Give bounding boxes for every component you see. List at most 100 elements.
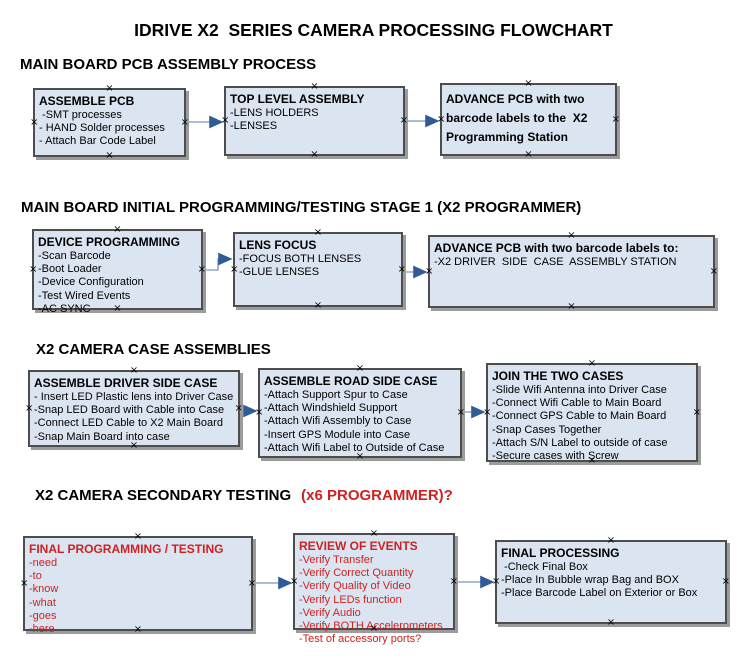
box-title: LENS FOCUS [239,238,317,252]
connection-handle-top: × [313,227,323,238]
box-title: ASSEMBLE ROAD SIDE CASE [264,374,438,388]
connection-handle-right: × [234,402,243,414]
box-item: -Place Barcode Label on Exterior or Box [501,587,698,600]
box-items: -Scan Barcode-Boot Loader-Device Configu… [38,250,197,316]
box-items: -Slide Wifi Antenna into Driver Case-Con… [492,384,692,463]
box-item: -Verify Audio [299,606,361,619]
box-title: ADVANCE PCB with two barcode labels to: [434,241,679,255]
connection-handle-top: × [606,535,616,546]
connection-handle-top: × [129,365,139,376]
connection-handle-bottom: × [113,303,122,314]
box-item: -Connect GPS Cable to Main Board [492,410,667,423]
box-item: -Attach Wifi Assembly to Case [264,415,412,428]
box-item: -here [29,623,55,636]
connection-handle-top: × [133,531,143,542]
box-item: - Insert LED Plastic lens into Driver Ca… [34,391,234,403]
flow-box-final-programming-testing: FINAL PROGRAMMING / TESTING -need-to-kno… [20,532,256,636]
box-title: ASSEMBLE PCB [39,94,135,108]
connection-handle-right: × [180,116,189,128]
box-item: -LENSES [230,120,278,133]
box-item: - HAND Solder processes [39,122,165,135]
section-heading-secondary-testing: X2 CAMERA SECONDARY TESTING(x6 PROGRAMME… [35,487,453,504]
connector-device-programming-to-lens-focus [204,252,233,271]
section-heading-pcb-assembly: MAIN BOARD PCB ASSEMBLY PROCESS [20,56,317,73]
connection-handle-bottom: × [355,451,365,462]
connection-handle-bottom: × [524,149,533,160]
box-item: -Connect LED Cable to X2 Main Board [34,417,223,430]
flow-box-top-level-assembly: TOP LEVEL ASSEMBLY -LENS HOLDERS-LENSES … [221,82,408,160]
connection-handle-bottom: × [313,300,323,311]
flow-box-review-of-events: REVIEW OF EVENTS -Verify Transfer-Verify… [290,529,458,646]
connection-handle-left: × [20,577,29,589]
connection-handle-left: × [492,576,501,587]
connection-handle-right: × [247,577,256,589]
box-items: -Verify Transfer-Verify Correct Quantity… [299,554,449,646]
flow-box-join-the-two-cases: JOIN THE TWO CASES -Slide Wifi Antenna i… [483,359,701,466]
box-items: -Check Final Box-Place In Bubble wrap Ba… [501,561,721,601]
box-title: ADVANCE PCB with two barcode labels to t… [446,92,591,144]
connection-handle-right: × [397,263,406,275]
box-item: -LENS HOLDERS [230,107,319,119]
flow-box-advance-pcb-case-assembly: ADVANCE PCB with two barcode labels to: … [425,231,718,312]
connection-handle-bottom: × [369,623,379,634]
section-heading-red-part: (x6 PROGRAMMER)? [301,487,453,504]
connection-handle-left: × [255,407,264,418]
connection-handle-bottom: × [129,440,139,451]
flow-box-assemble-driver-side-case: ASSEMBLE DRIVER SIDE CASE - Insert LED P… [25,366,243,451]
box-item: -Attach S/N Label to outside of case [492,436,668,449]
box-title: TOP LEVEL ASSEMBLY [230,92,365,106]
box-items: -need-to-know-what-goes-here [29,557,247,636]
box-item: -Insert GPS Module into Case [264,428,411,441]
connection-handle-right: × [449,575,458,587]
flow-box-device-programming: DEVICE PROGRAMMING -Scan Barcode-Boot Lo… [29,225,206,315]
connection-handle-top: × [567,230,576,241]
connection-handle-bottom: × [587,455,597,466]
box-item: -Snap Main Board into case [34,430,170,443]
page-title: IDRIVE X2 SERIES CAMERA PROCESSING FLOWC… [134,20,613,40]
connection-handle-top: × [524,78,533,89]
box-item: -SMT processes [39,109,122,121]
box-items: -LENS HOLDERS-LENSES [230,107,399,133]
connection-handle-left: × [290,575,299,587]
connection-handle-right: × [456,407,465,418]
box-item: -Connect Wifi Cable to Main Board [492,397,662,410]
box-item: -need [29,557,58,569]
box-title: REVIEW OF EVENTS [299,539,418,553]
box-item: -goes [29,609,57,622]
box-item: -what [29,596,56,609]
connection-handle-right: × [692,406,701,418]
box-item: - Attach Bar Code Label [39,135,156,148]
connection-handle-left: × [221,115,230,126]
box-title: FINAL PROCESSING [501,546,620,560]
connection-handle-top: × [113,224,122,235]
section-heading-initial-programming: MAIN BOARD INITIAL PROGRAMMING/TESTING S… [21,199,582,216]
box-item: -Verify BOTH Accelerometers [299,620,443,633]
box-item: -Verify Transfer [299,554,374,566]
box-item: -Verify Quality of Video [299,580,411,593]
connection-handle-left: × [437,113,446,125]
flow-box-assemble-pcb: ASSEMBLE PCB -SMT processes- HAND Solder… [30,84,189,161]
box-items: - Insert LED Plastic lens into Driver Ca… [34,391,234,444]
box-item: -Test of accessory ports? [299,633,422,646]
box-item: -Attach Support Spur to Case [264,389,408,401]
box-items: -X2 DRIVER SIDE CASE ASSEMBLY STATION [434,256,709,269]
box-items: -FOCUS BOTH LENSES-GLUE LENSES [239,253,397,279]
connection-handle-top: × [587,358,597,369]
box-item: -Snap Cases Together [492,423,602,436]
flow-box-lens-focus: LENS FOCUS -FOCUS BOTH LENSES-GLUE LENSE… [230,228,406,311]
connection-handle-right: × [399,115,408,126]
box-item: -Attach Wifi Label to Outside of Case [264,441,445,454]
box-item: -Slide Wifi Antenna into Driver Case [492,384,667,396]
box-item: -Check Final Box [501,561,588,573]
box-title: DEVICE PROGRAMMING [38,235,181,249]
connection-handle-bottom: × [310,149,319,160]
connection-handle-bottom: × [133,624,143,635]
box-item: -to [29,570,42,583]
connection-handle-right: × [197,263,206,275]
box-item: -AC SYNC [38,302,91,315]
box-title: ASSEMBLE DRIVER SIDE CASE [34,376,218,390]
connection-handle-bottom: × [567,301,576,312]
box-item: -Secure cases with Screw [492,450,619,463]
box-item: -Snap LED Board with Cable into Case [34,404,225,417]
connection-handle-left: × [230,263,239,275]
